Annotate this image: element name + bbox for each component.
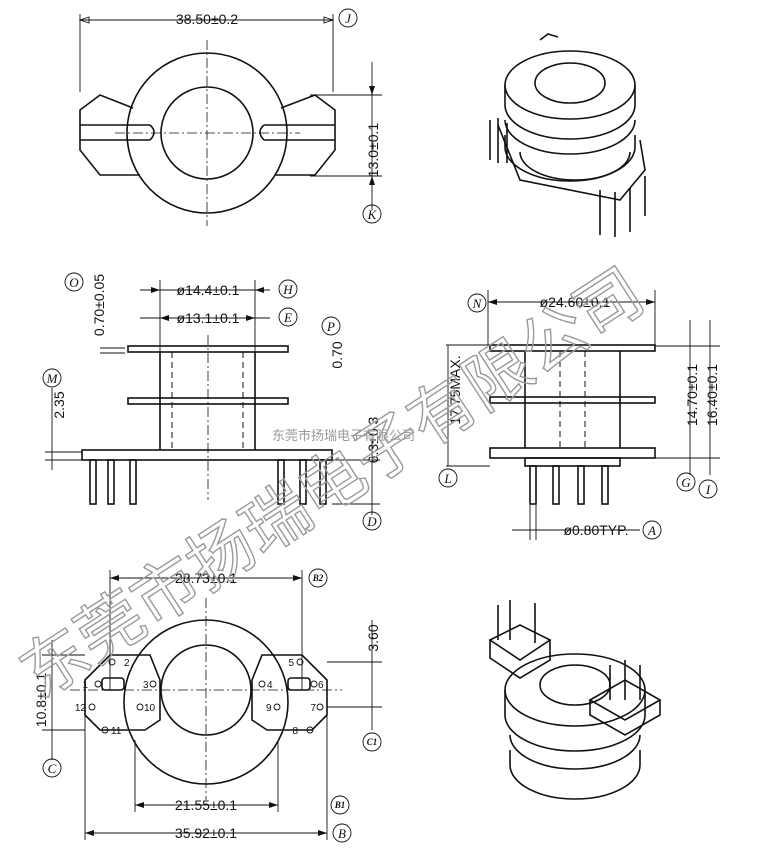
top-view: 38.50±0.2 J 13.0±0.1 K xyxy=(78,8,382,226)
pin-6: 6 xyxy=(318,680,324,691)
label-i: I xyxy=(705,482,711,497)
pin-12: 12 xyxy=(75,703,87,714)
label-j-bubble xyxy=(338,8,358,28)
side-dim-h2: 16.40±0.1 xyxy=(704,364,720,426)
pin-5: 5 xyxy=(288,658,294,669)
top-width-dim: 38.50±0.2 xyxy=(176,11,238,27)
label-b: B xyxy=(338,826,346,841)
front-dim-outer: ø14.4±0.1 xyxy=(177,282,240,298)
pin-8: 8 xyxy=(292,726,298,737)
front-dim-inner: ø13.1±0.1 xyxy=(177,310,240,326)
label-b2: B2 xyxy=(312,573,324,583)
label-p: P xyxy=(326,319,335,334)
front-dim-flange-p: 0.70 xyxy=(329,341,345,368)
bottom-dim-top-span: 28.73±0.1 xyxy=(175,570,237,586)
iso-view-bottom xyxy=(488,600,662,800)
pin-7: 7 xyxy=(310,703,316,714)
label-e: E xyxy=(283,310,292,325)
label-n: N xyxy=(472,296,483,311)
label-m: M xyxy=(46,371,59,386)
bottom-dim-outer: 35.92±0.1 xyxy=(175,825,237,841)
label-c1: C1 xyxy=(367,737,378,747)
side-dim-pin: ø0.80TYP. xyxy=(563,522,628,538)
side-dim-h1: 14.70±0.1 xyxy=(684,364,700,426)
label-j: J xyxy=(345,11,352,26)
label-o: O xyxy=(69,275,79,290)
side-view: ø24.60±0.1 N 17.75MAX. L 14.70±0.1 16.40… xyxy=(438,290,720,540)
pin-1: 1 xyxy=(82,680,88,691)
watermark-small: 东莞市扬瑞电子有限公司 xyxy=(272,428,415,444)
label-h: H xyxy=(282,282,293,297)
iso-view-top xyxy=(489,33,646,237)
bottom-dim-left-height: 10.8±0.1 xyxy=(33,673,49,728)
bottom-dim-inner: 21.55±0.1 xyxy=(175,797,237,813)
pin-11: 11 xyxy=(111,726,122,737)
label-d: D xyxy=(366,514,377,529)
label-b1: B1 xyxy=(334,800,346,810)
pin-3: 3 xyxy=(143,680,149,691)
bottom-dim-right-height: 3.60 xyxy=(365,624,381,651)
pin-10: 10 xyxy=(144,703,156,714)
front-dim-pin-len: 6.3±0.3 xyxy=(365,416,381,463)
pin-9: 9 xyxy=(266,703,272,714)
front-dim-pitch: 2.35 xyxy=(51,391,67,418)
label-k-bubble xyxy=(362,204,382,224)
label-k: K xyxy=(367,207,378,222)
side-dim-width: ø24.60±0.1 xyxy=(540,294,611,310)
front-dim-flange: 0.70±0.05 xyxy=(91,274,107,336)
label-a: A xyxy=(647,523,656,538)
top-height-dim: 13.0±0.1 xyxy=(365,123,381,178)
pin-2: 2 xyxy=(124,658,130,669)
bottom-view: 28.73±0.1 B2 1 2 3 4 5 6 7 xyxy=(33,568,382,843)
front-view: ø14.4±0.1 H ø13.1±0.1 E O 0.70±0.05 xyxy=(42,272,382,531)
side-dim-height-max: 17.75MAX. xyxy=(447,355,463,424)
pin-4: 4 xyxy=(267,680,273,691)
label-c: C xyxy=(48,761,57,776)
label-l: L xyxy=(443,471,451,486)
label-g: G xyxy=(681,475,691,490)
